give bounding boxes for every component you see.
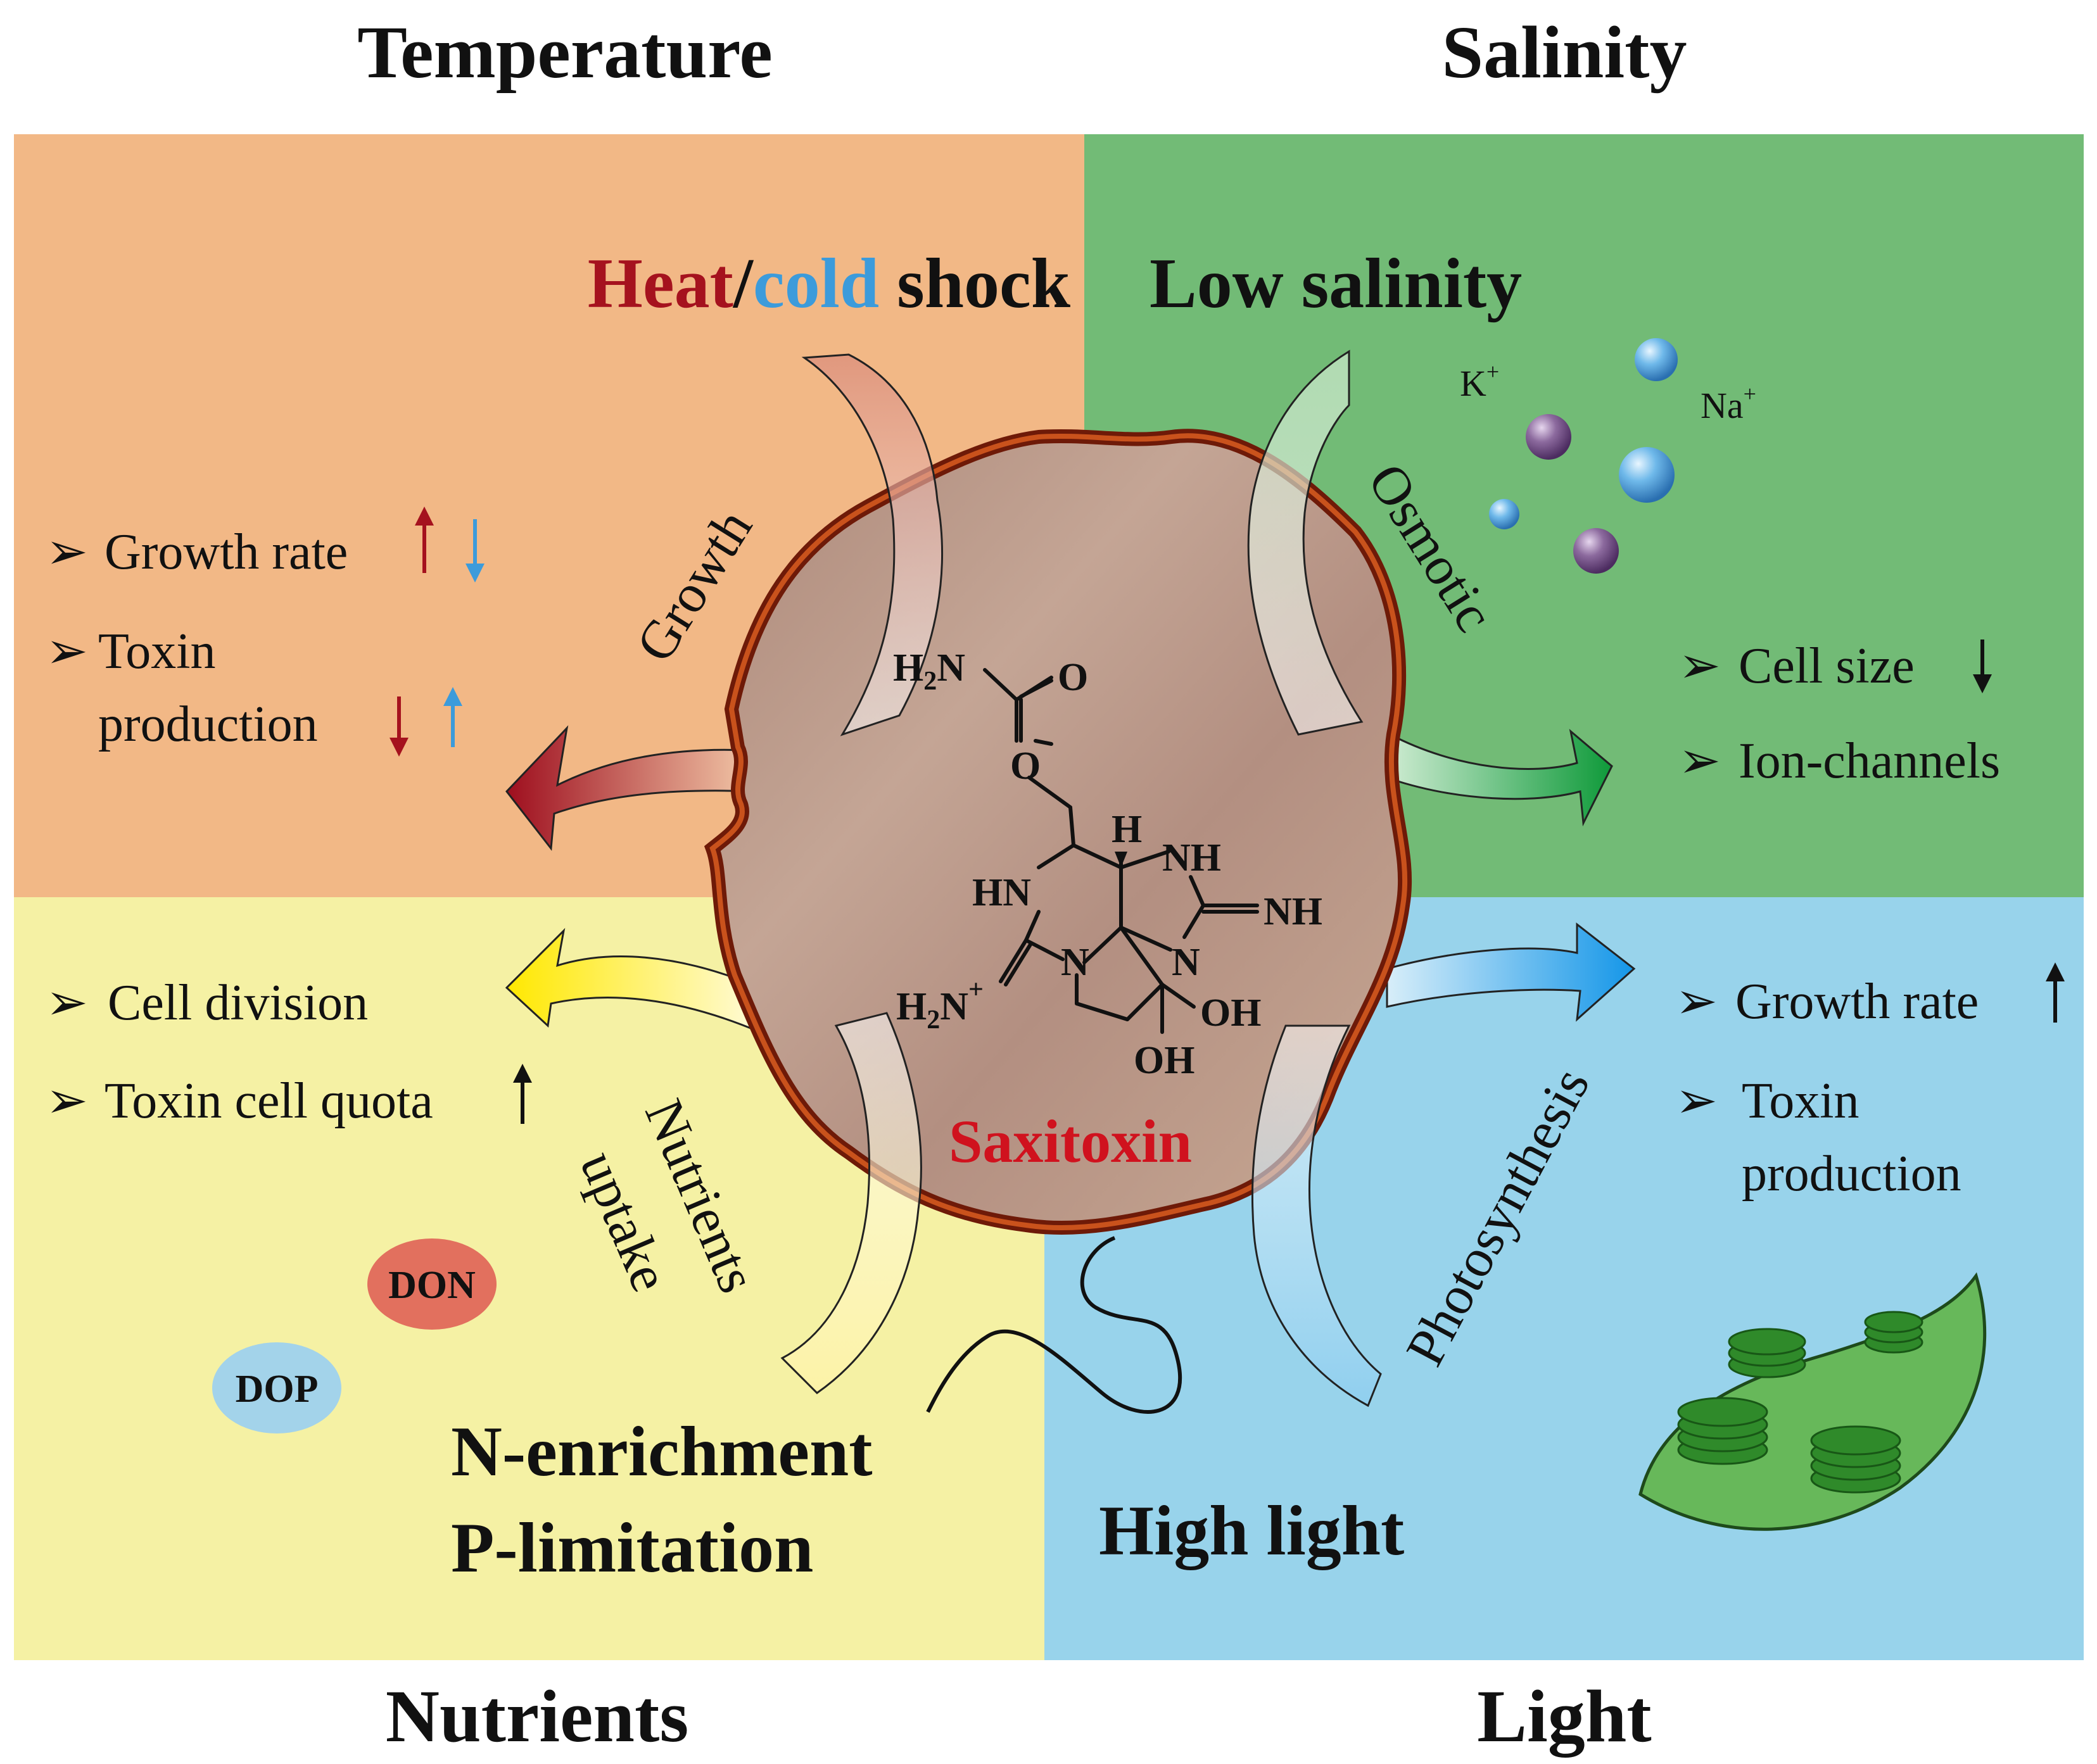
thylakoid-stack bbox=[1677, 1397, 1768, 1465]
atom-h2n-plus: H2N+ bbox=[896, 975, 984, 1035]
k-ion-sphere bbox=[1573, 528, 1619, 574]
thylakoid-stack bbox=[1810, 1425, 1901, 1494]
nutrients-effect-arrow bbox=[505, 928, 761, 1034]
low-salinity-label: Low salinity bbox=[1150, 244, 1522, 323]
temperature-stimulus-arrow bbox=[801, 353, 943, 736]
saxitoxin-structure bbox=[983, 668, 1259, 1034]
salinity-title: Salinity bbox=[1442, 11, 1687, 94]
nutrients-bullets: ➢ Cell division ➢ Toxin cell quota bbox=[46, 975, 433, 1129]
temperature-bullet-growth-rate: Growth rate bbox=[105, 524, 348, 580]
salinity-stimulus-arrow bbox=[1247, 350, 1364, 736]
bullet-marker: ➢ bbox=[1678, 638, 1721, 694]
temperature-bullet-production: production bbox=[98, 696, 318, 752]
atom-h-stereo: H bbox=[1112, 808, 1142, 851]
atom-h2n-top: H2N bbox=[893, 646, 965, 696]
temperature-trend-arrows bbox=[390, 507, 485, 757]
na-ion-sphere bbox=[1489, 499, 1519, 529]
light-bullet-production: production bbox=[1742, 1146, 1961, 1202]
temperature-bullets: ➢ Growth rate ➢ Toxin production bbox=[46, 524, 348, 752]
nutrients-trend-arrow bbox=[513, 1064, 532, 1124]
don-label: DON bbox=[388, 1264, 476, 1307]
nutrients-stimulus-arrow bbox=[780, 1012, 922, 1394]
light-trend-arrow bbox=[2046, 962, 2065, 1023]
light-bullet-growth-rate: Growth rate bbox=[1735, 974, 1979, 1030]
temperature-title: Temperature bbox=[357, 11, 772, 94]
temperature-effect-arrow bbox=[505, 725, 755, 851]
salinity-bullet-cell-size: Cell size bbox=[1739, 638, 1915, 694]
salinity-arrow-body bbox=[1389, 729, 1613, 827]
flagellum bbox=[926, 1236, 1182, 1414]
salinity-trend-arrow bbox=[1973, 639, 1992, 693]
don-blob bbox=[367, 1238, 497, 1330]
temperature-bullet-toxin: Toxin bbox=[98, 624, 216, 679]
dop-blob bbox=[212, 1342, 341, 1433]
na-ion-label: Na+ bbox=[1701, 381, 1756, 426]
chloroplast-illustration bbox=[1638, 1272, 1987, 1531]
k-ion-label: K+ bbox=[1460, 359, 1499, 404]
saxitoxin-label: Saxitoxin bbox=[949, 1107, 1192, 1175]
thylakoid-stack bbox=[1728, 1328, 1806, 1378]
thylakoid-stack bbox=[1864, 1311, 1923, 1354]
bullet-marker: ➢ bbox=[1675, 1073, 1718, 1129]
atom-n-ring-a: N bbox=[1061, 941, 1089, 984]
atom-oh-b: OH bbox=[1134, 1039, 1194, 1082]
nutrients-bullet-cell-division: Cell division bbox=[108, 975, 368, 1031]
high-light-label: High light bbox=[1099, 1492, 1404, 1570]
atom-o-ester: O bbox=[1010, 745, 1041, 788]
bullet-marker: ➢ bbox=[46, 524, 88, 580]
bullet-marker: ➢ bbox=[1675, 974, 1718, 1030]
light-bullets: ➢ Growth rate ➢ Toxin production bbox=[1675, 974, 1979, 1202]
na-ion-sphere bbox=[1635, 338, 1678, 381]
nutrients-bullet-toxin-cell-quota: Toxin cell quota bbox=[105, 1073, 433, 1129]
salinity-bullet-ion-channels: Ion-channels bbox=[1739, 733, 2000, 789]
k-ion-sphere bbox=[1526, 414, 1571, 460]
atom-n-ring-b: N bbox=[1172, 941, 1200, 984]
light-bullet-toxin: Toxin bbox=[1742, 1073, 1859, 1129]
atom-oh-a: OH bbox=[1200, 992, 1261, 1035]
light-stimulus-arrow bbox=[1251, 1024, 1382, 1408]
atom-hn: HN bbox=[972, 871, 1031, 914]
cell-membrane bbox=[709, 433, 1407, 1231]
p-limitation-label: P-limitation bbox=[451, 1509, 813, 1587]
bullet-marker: ➢ bbox=[1678, 733, 1721, 789]
bullet-marker: ➢ bbox=[46, 975, 88, 1031]
dop-label: DOP bbox=[236, 1368, 319, 1411]
salinity-bullets: ➢ Cell size ➢ Ion-channels bbox=[1678, 638, 2000, 789]
light-effect-arrow bbox=[1386, 922, 1636, 1022]
atom-o-carbonyl: O bbox=[1058, 656, 1088, 699]
atom-nh-ring: NH bbox=[1162, 836, 1221, 879]
bullet-marker: ➢ bbox=[46, 1073, 88, 1129]
na-ion-sphere bbox=[1619, 447, 1675, 503]
nutrients-title: Nutrients bbox=[386, 1675, 689, 1758]
stereo-wedge bbox=[1115, 852, 1127, 867]
heat-cold-shock-label: Heat/cold shock bbox=[588, 244, 1071, 323]
bullet-marker: ➢ bbox=[46, 624, 88, 679]
n-enrichment-label: N-enrichment bbox=[451, 1413, 873, 1491]
light-title: Light bbox=[1477, 1675, 1651, 1758]
atom-nh-imine: NH bbox=[1264, 890, 1322, 933]
